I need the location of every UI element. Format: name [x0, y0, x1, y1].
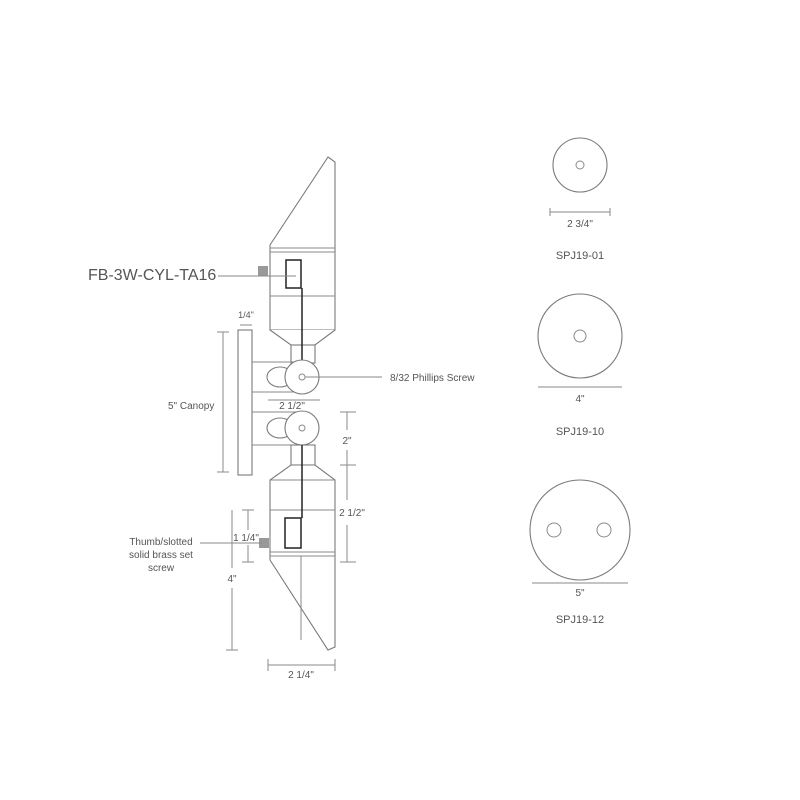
upper-fixture	[258, 156, 336, 364]
lower-fixture	[259, 444, 336, 651]
canopy-option-spj19-12: 5" SPJ19-12	[529, 479, 631, 626]
canopy-label: 5" Canopy	[168, 401, 214, 412]
canopy-diameter: 2 3/4"	[567, 219, 593, 230]
model-label: FB-3W-CYL-TA16	[88, 267, 216, 284]
dim-shade-length: 4"	[227, 574, 237, 585]
canopy-diameter: 4"	[575, 394, 585, 405]
dimension-lines	[200, 275, 382, 671]
dim-knuckle-spacing: 2"	[342, 436, 352, 447]
dim-canopy-thickness: 1/4"	[238, 310, 254, 320]
canopy-option-spj19-10: 4" SPJ19-10	[537, 293, 623, 438]
set-screw-label-line2: solid brass set	[129, 550, 193, 561]
dim-screw-offset: 1 1/4"	[233, 533, 259, 544]
lower-knuckle	[284, 410, 320, 446]
canopy-and-arms	[237, 329, 320, 476]
canopy-code: SPJ19-10	[556, 426, 604, 438]
canopy-code: SPJ19-01	[556, 250, 604, 262]
set-screw-label-line1: Thumb/slotted	[129, 537, 192, 548]
screw-label: 8/32 Phillips Screw	[390, 373, 475, 384]
canopy-code: SPJ19-12	[556, 614, 604, 626]
canopy-diameter: 5"	[575, 588, 585, 599]
dim-body-width: 2 1/4"	[288, 670, 314, 681]
dim-body-height: 2 1/2"	[339, 508, 365, 519]
dim-arm-depth: 2 1/2"	[279, 401, 305, 412]
set-screw-label-line3: screw	[148, 563, 175, 574]
canopy-option-spj19-01: 2 3/4" SPJ19-01	[549, 137, 611, 262]
